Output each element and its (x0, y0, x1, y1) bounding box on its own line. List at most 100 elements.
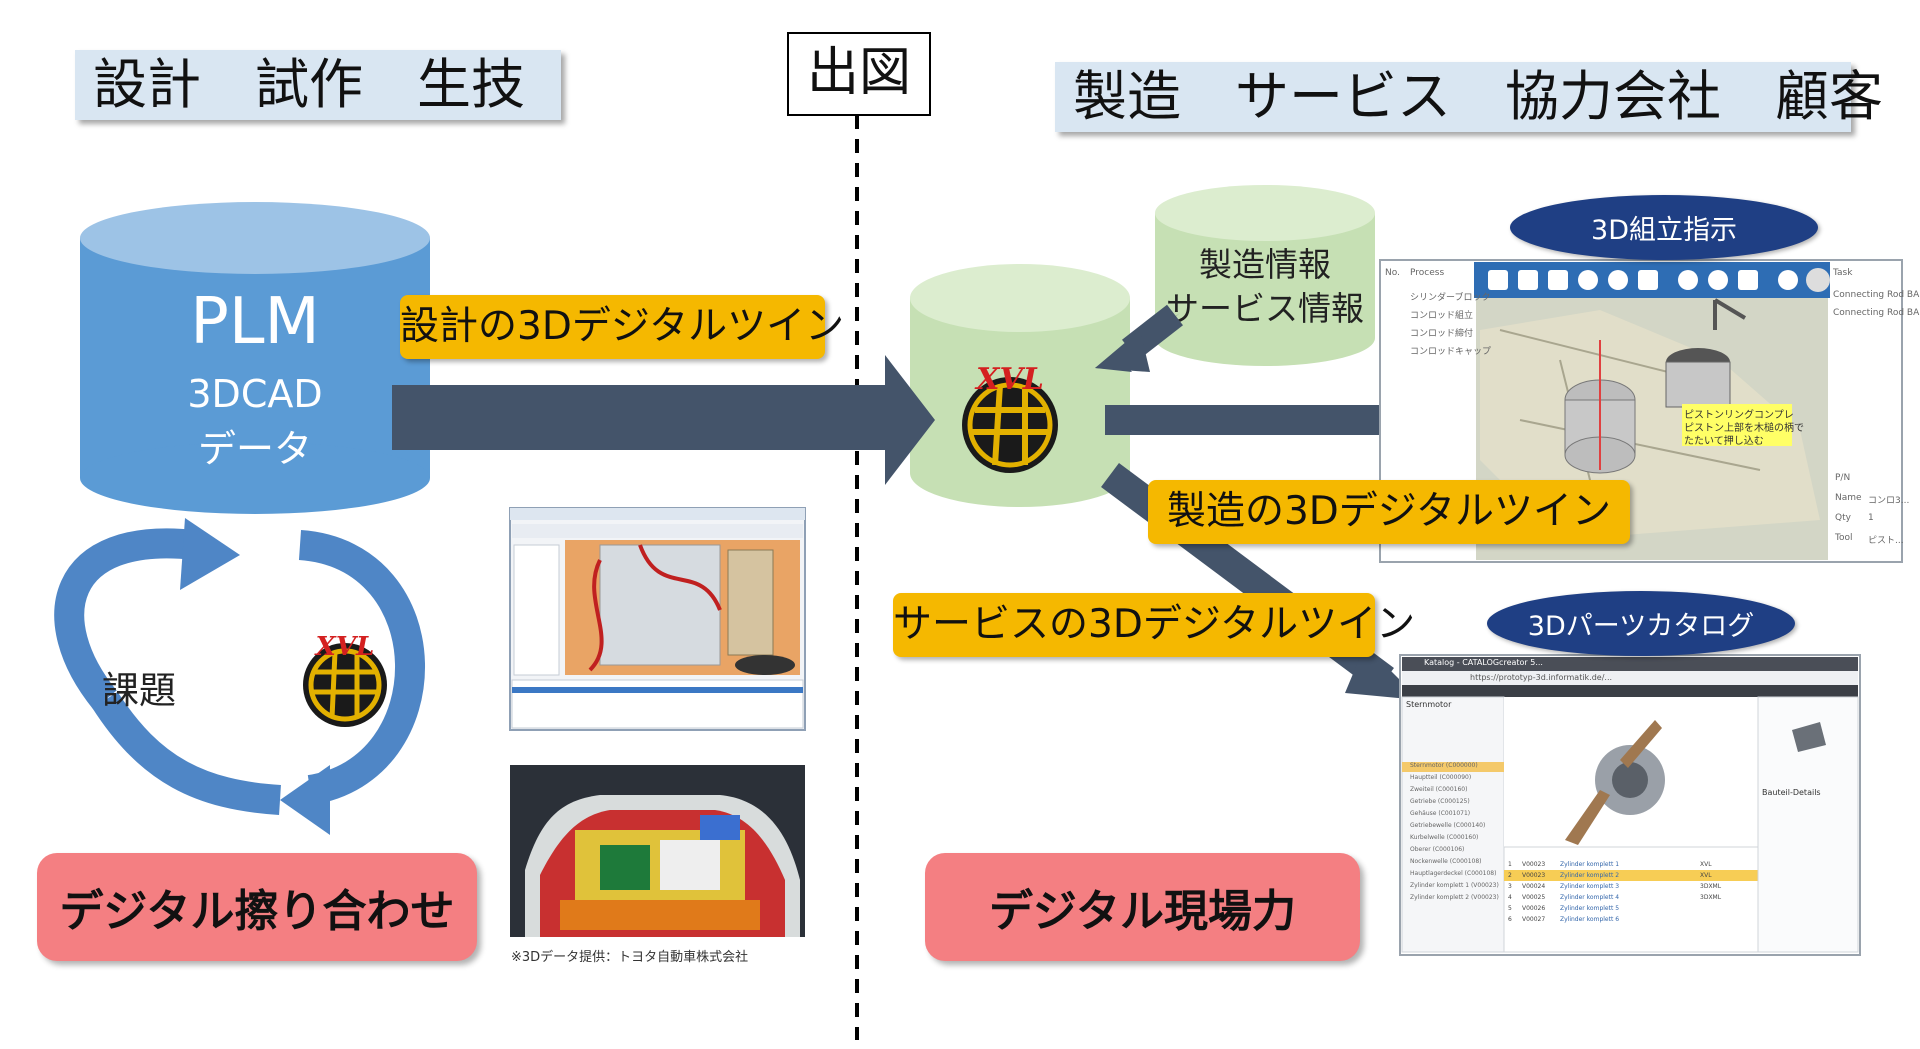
center-header: 出図 (787, 32, 931, 116)
left-header: 設計 試作 生技 (75, 50, 561, 120)
assembly-callout-line: ピストンリングコンプレ (1684, 410, 1794, 421)
catalog-cell: 6 (1508, 916, 1512, 923)
info-db-line2: サービス情報 (1166, 289, 1364, 328)
manufacturing-twin-label: 製造の3Dデジタルツイン (1148, 480, 1630, 544)
catalog-tree-item: Nockenwelle (C000108) (1410, 858, 1482, 865)
assembly-prop: P/N (1835, 473, 1851, 483)
assembly-prop: Name (1835, 493, 1862, 503)
assembly-row: コンロッド組立 (1410, 311, 1474, 321)
assembly-oval: 3D組立指示 (1510, 195, 1818, 260)
service-twin-label: サービスの3Dデジタルツイン (893, 593, 1415, 657)
catalog-tree-item: Zylinder komplett 2 (V00023) (1410, 894, 1499, 901)
info-db-line1: 製造情報 (1199, 245, 1331, 284)
xvl-logo-cycle (303, 643, 387, 727)
catalog-cell: Zylinder komplett 5 (1560, 905, 1620, 912)
catalog-cell: 4 (1508, 894, 1512, 901)
arrow-design-to-xvl (392, 355, 935, 485)
catalog-table-row: 1 V00023 Zylinder komplett 1 XVL (1508, 859, 1754, 870)
catalog-left-title: Sternmotor (1406, 700, 1452, 709)
assembly-row: コンロッド締付 (1410, 329, 1474, 339)
cycle-arrows (54, 528, 425, 815)
assembly-row: コンロッドキャップ (1410, 347, 1492, 357)
assembly-col-task: Task (1833, 268, 1853, 278)
xvl-logo-text-cycle: XVL (315, 632, 375, 662)
catalog-table-row: 4 V00025 Zylinder komplett 4 3DXML (1508, 892, 1754, 903)
digital-field-power-label: デジタル現場力 (925, 853, 1360, 961)
data-credit: ※3Dデータ提供：トヨタ自動車株式会社 (511, 950, 749, 965)
assembly-callout-line: たたいて押し込む (1684, 436, 1764, 447)
catalog-cell: Zylinder komplett 4 (1560, 894, 1620, 901)
catalog-table-row: 2 V00023 Zylinder komplett 2 XVL (1508, 870, 1754, 881)
cycle-arrowhead-bottom (280, 765, 330, 835)
assembly-prop: Qty (1835, 513, 1851, 523)
catalog-table-row: 3 V00024 Zylinder komplett 3 3DXML (1508, 881, 1754, 892)
catalog-cell: Zylinder komplett 1 (1560, 861, 1620, 868)
catalog-cell: 3 (1508, 883, 1512, 890)
assembly-prop-value: 1 (1868, 513, 1874, 523)
catalog-cell: XVL (1700, 872, 1712, 879)
catalog-right-title: Bauteil-Details (1762, 788, 1821, 797)
catalog-tab-title: Katalog - CATALOGcreator 5... (1424, 658, 1543, 667)
right-header: 製造 サービス 協力会社 顧客 (1055, 62, 1883, 132)
catalog-cell (1700, 914, 1740, 925)
assembly-toolbar-icons (1488, 268, 1830, 292)
catalog-tree-item: Getriebewelle (C000140) (1410, 822, 1486, 829)
digital-matching-label: デジタル擦り合わせ (37, 853, 477, 961)
catalog-tree-item: Zylinder komplett 1 (V00023) (1410, 882, 1499, 889)
catalog-tree-item: Hauptlagerdeckel (C000108) (1410, 870, 1497, 877)
design-twin-label: 設計の3Dデジタルツイン (400, 295, 844, 359)
catalog-cell: Zylinder komplett 6 (1560, 916, 1620, 923)
catalog-cell (1700, 903, 1740, 914)
plm-title: PLM (190, 285, 320, 359)
catalog-cell: V00025 (1522, 894, 1546, 901)
catalog-cell: 1 (1508, 861, 1512, 868)
cycle-arrowhead-top (180, 518, 240, 590)
catalog-cell: V00027 (1522, 916, 1546, 923)
catalog-cell: V00026 (1522, 905, 1546, 912)
catalog-cell: V00024 (1522, 883, 1546, 890)
plm-line2: データ (197, 427, 312, 471)
arrow-xvl-to-assembly (1105, 378, 1420, 462)
catalog-cell: V00023 (1522, 872, 1546, 879)
info-cylinder (1155, 185, 1375, 366)
issue-label: 課題 (102, 669, 176, 712)
assembly-col-process: Process (1410, 268, 1445, 278)
catalog-cell: Zylinder komplett 3 (1560, 883, 1620, 890)
car-screenshot (510, 765, 805, 937)
assembly-row: シリンダーブロック (1410, 293, 1491, 303)
catalog-tree-item: Sternmotor (C000000) (1410, 762, 1478, 769)
catalog-cell: 3DXML (1700, 894, 1722, 901)
assembly-screenshot (1379, 259, 1903, 563)
assembly-task-row: Connecting Rod BA (1833, 308, 1920, 318)
assembly-callout-line: ピストン上部を木槌の柄で (1684, 423, 1804, 434)
cad-screenshot (509, 507, 806, 731)
catalog-screenshot (1399, 654, 1861, 956)
catalog-table: 1 V00023 Zylinder komplett 1 XVL 2 V0002… (1508, 859, 1754, 925)
catalog-tree: Sternmotor (C000000) Hauptteil (C000090)… (1410, 760, 1504, 904)
catalog-cell: 5 (1508, 905, 1512, 912)
assembly-prop-value: コンロ3... (1868, 496, 1910, 506)
catalog-cell: 2 (1508, 872, 1512, 879)
assembly-prop: Tool (1835, 533, 1853, 543)
assembly-task-row: Connecting Rod BA (1833, 290, 1920, 300)
catalog-tree-item: Zweiteil (C000160) (1410, 786, 1468, 793)
assembly-col-no: No. (1385, 268, 1400, 278)
catalog-tree-item: Getriebe (C000125) (1410, 798, 1470, 805)
catalog-tree-item: Gehäuse (C001071) (1410, 810, 1471, 817)
catalog-cell: XVL (1700, 861, 1712, 868)
catalog-table-row: 6 V00027 Zylinder komplett 6 (1508, 914, 1754, 925)
catalog-tree-item: Hauptteil (C000090) (1410, 774, 1472, 781)
catalog-cell: 3DXML (1700, 883, 1722, 890)
catalog-tree-item: Oberer (C000106) (1410, 846, 1465, 853)
catalog-cell: Zylinder komplett 2 (1560, 872, 1620, 879)
catalog-tree-item: Kurbelwelle (C000160) (1410, 834, 1479, 841)
plm-cylinder (80, 202, 430, 514)
assembly-prop-value: ピスト... (1868, 536, 1904, 546)
catalog-cell: V00023 (1522, 861, 1546, 868)
catalog-table-row: 5 V00026 Zylinder komplett 5 (1508, 903, 1754, 914)
plm-line1: 3DCAD (187, 372, 323, 416)
catalog-url: https://prototyp-3d.informatik.de/... (1470, 673, 1613, 682)
catalog-oval: 3Dパーツカタログ (1487, 591, 1795, 656)
xvl-logo-green (962, 377, 1058, 473)
